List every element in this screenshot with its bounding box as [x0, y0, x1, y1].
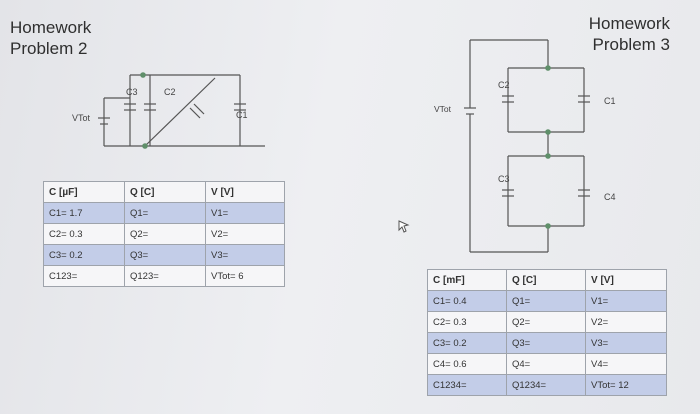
- problem2-title: Homework Problem 2: [10, 17, 91, 59]
- problem2-node-bottom: [142, 143, 148, 149]
- table-cell: V1=: [585, 290, 667, 312]
- table-cell: Q3=: [124, 244, 206, 266]
- problem2-vtot-label: VTot: [72, 113, 91, 123]
- problem3-header-v: V [V]: [585, 269, 667, 291]
- problem3-node-1: [545, 65, 551, 71]
- problem3-title-line2: Problem 3: [592, 35, 670, 54]
- table-cell: C4= 0.6: [427, 353, 507, 375]
- table-cell: Q2=: [506, 311, 586, 333]
- table-cell: C2= 0.3: [43, 223, 125, 245]
- table-cell: Q1=: [124, 202, 206, 224]
- problem3-header-q: Q [C]: [506, 269, 586, 291]
- table-cell: V3=: [585, 332, 667, 354]
- table-cell: Q1234=: [506, 374, 586, 396]
- table-row: C1234= Q1234= VTot= 12: [427, 374, 667, 396]
- problem3-node-3: [545, 153, 551, 159]
- table-row: C3= 0.2 Q3= V3=: [427, 332, 667, 354]
- table-cell: C1= 0.4: [427, 290, 507, 312]
- problem3-node-2: [545, 129, 551, 135]
- problem2-title-line1: Homework: [10, 18, 92, 37]
- problem3-c1-label: C1: [604, 96, 616, 106]
- table-row: C4= 0.6 Q4= V4=: [427, 353, 667, 375]
- problem2-c1-label: C1: [236, 110, 248, 120]
- problem3-table-header: C [mF] Q [C] V [V]: [427, 269, 667, 291]
- problem2-title-line2: Problem 2: [10, 39, 88, 58]
- problem3-vtot-label: VTot: [434, 104, 452, 114]
- table-cell: Q4=: [506, 353, 586, 375]
- problem3-table: C [mF] Q [C] V [V] C1= 0.4 Q1= V1= C2= 0…: [427, 269, 667, 396]
- table-row: C1= 0.4 Q1= V1=: [427, 290, 667, 312]
- table-cell: VTot= 12: [585, 374, 667, 396]
- problem2-header-v: V [V]: [205, 181, 285, 203]
- table-cell: C1= 1.7: [43, 202, 125, 224]
- problem3-header-c: C [mF]: [427, 269, 507, 291]
- table-cell: C123=: [43, 265, 125, 287]
- table-cell: C2= 0.3: [427, 311, 507, 333]
- problem2-c3-label: C3: [126, 87, 138, 97]
- table-cell: Q123=: [124, 265, 206, 287]
- table-cell: C1234=: [427, 374, 507, 396]
- problem3-node-4: [545, 223, 551, 229]
- table-cell: Q1=: [506, 290, 586, 312]
- table-cell: V4=: [585, 353, 667, 375]
- table-row: C1= 1.7 Q1= V1=: [43, 202, 285, 224]
- problem2-table-header: C [µF] Q [C] V [V]: [43, 181, 285, 203]
- problem3-title-line1: Homework: [588, 14, 670, 33]
- problem2-table: C [µF] Q [C] V [V] C1= 1.7 Q1= V1= C2= 0…: [43, 181, 285, 287]
- problem3-c3-label: C3: [498, 174, 510, 184]
- table-cell: Q2=: [124, 223, 206, 245]
- table-cell: C3= 0.2: [427, 332, 507, 354]
- problem3-c4-label: C4: [604, 192, 616, 202]
- table-cell: VTot= 6: [205, 265, 285, 287]
- table-cell: Q3=: [506, 332, 586, 354]
- problem2-header-q: Q [C]: [124, 181, 206, 203]
- table-row: C2= 0.3 Q2= V2=: [427, 311, 667, 333]
- table-row: C123= Q123= VTot= 6: [43, 265, 285, 287]
- table-cell: V2=: [585, 311, 667, 333]
- problem2-c2-label: C2: [164, 87, 176, 97]
- table-row: C3= 0.2 Q3= V3=: [43, 244, 285, 266]
- table-cell: V2=: [205, 223, 285, 245]
- table-cell: C3= 0.2: [43, 244, 125, 266]
- table-cell: V3=: [205, 244, 285, 266]
- table-row: C2= 0.3 Q2= V2=: [43, 223, 285, 245]
- mouse-cursor-icon: [398, 220, 410, 233]
- table-cell: V1=: [205, 202, 285, 224]
- problem2-node-top: [140, 72, 146, 78]
- problem3-title: Homework Problem 3: [589, 13, 670, 55]
- problem3-c2-label: C2: [498, 80, 510, 90]
- problem2-header-c: C [µF]: [43, 181, 125, 203]
